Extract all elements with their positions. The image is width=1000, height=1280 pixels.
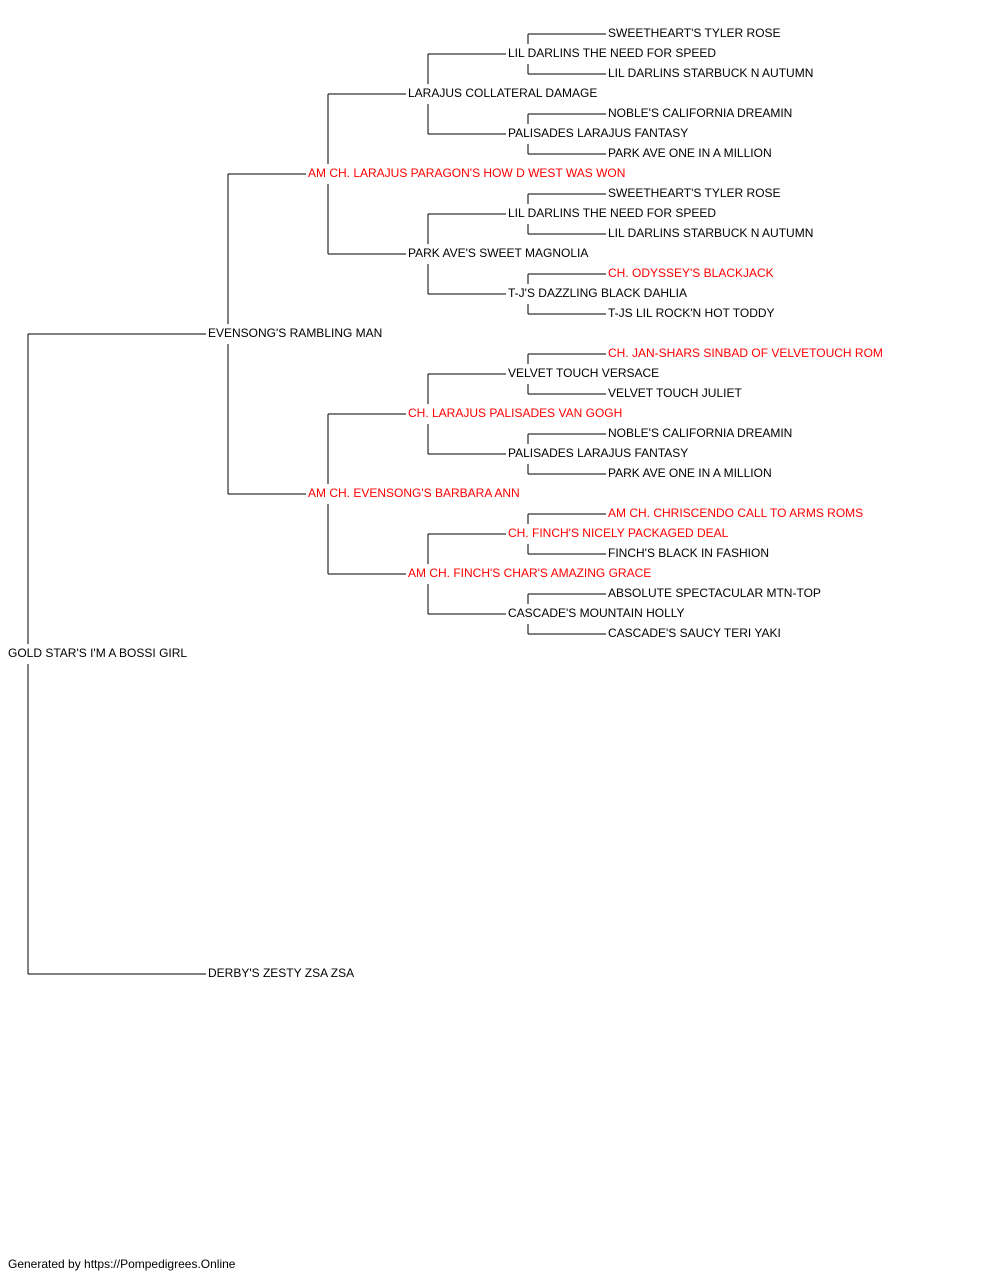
- dog-name-sire-dam-sire-sire[interactable]: VELVET TOUCH VERSACE: [508, 366, 660, 380]
- dog-name-sire-sire-sire-sire-dam[interactable]: LIL DARLINS STARBUCK N AUTUMN: [608, 66, 814, 80]
- dog-name-sire-dam-sire-dam[interactable]: PALISADES LARAJUS FANTASY: [508, 446, 689, 460]
- dog-name-sire-dam-sire-sire-dam[interactable]: VELVET TOUCH JULIET: [608, 386, 742, 400]
- dog-name-sire[interactable]: EVENSONG'S RAMBLING MAN: [208, 326, 383, 340]
- dog-name-sire-sire-sire-sire-sire[interactable]: SWEETHEART'S TYLER ROSE: [608, 26, 781, 40]
- dog-name-sire-dam-dam-dam-dam[interactable]: CASCADE'S SAUCY TERI YAKI: [608, 626, 781, 640]
- dog-name-sire-dam-dam-dam-sire[interactable]: ABSOLUTE SPECTACULAR MTN-TOP: [608, 586, 821, 600]
- dog-name-sire-dam-sire-dam-dam[interactable]: PARK AVE ONE IN A MILLION: [608, 466, 772, 480]
- dog-name-sire-dam-sire-sire-sire[interactable]: CH. JAN-SHARS SINBAD OF VELVETOUCH ROM: [608, 346, 883, 360]
- dog-name-sire-sire-dam-sire-sire[interactable]: SWEETHEART'S TYLER ROSE: [608, 186, 781, 200]
- dog-name-sire-sire-dam[interactable]: PARK AVE'S SWEET MAGNOLIA: [408, 246, 589, 260]
- footer-credit: Generated by https://Pompedigrees.Online: [8, 1257, 236, 1271]
- dog-name-sire-sire[interactable]: AM CH. LARAJUS PARAGON'S HOW D WEST WAS …: [308, 166, 626, 180]
- dog-name-sire-sire-dam-sire[interactable]: LIL DARLINS THE NEED FOR SPEED: [508, 206, 717, 220]
- dog-name-subject[interactable]: GOLD STAR'S I'M A BOSSI GIRL: [8, 646, 188, 660]
- dog-name-sire-sire-dam-sire-dam[interactable]: LIL DARLINS STARBUCK N AUTUMN: [608, 226, 814, 240]
- dog-name-sire-dam-dam-sire-dam[interactable]: FINCH'S BLACK IN FASHION: [608, 546, 769, 560]
- dog-name-sire-dam-sire[interactable]: CH. LARAJUS PALISADES VAN GOGH: [408, 406, 623, 420]
- dog-name-sire-sire-sire-dam[interactable]: PALISADES LARAJUS FANTASY: [508, 126, 689, 140]
- dog-name-sire-sire-sire-dam-sire[interactable]: NOBLE'S CALIFORNIA DREAMIN: [608, 106, 793, 120]
- dog-name-sire-sire-dam-dam[interactable]: T-J'S DAZZLING BLACK DAHLIA: [508, 286, 687, 300]
- dog-name-sire-sire-sire-sire[interactable]: LIL DARLINS THE NEED FOR SPEED: [508, 46, 717, 60]
- dog-name-sire-dam-dam-sire-sire[interactable]: AM CH. CHRISCENDO CALL TO ARMS ROMS: [608, 506, 864, 520]
- dog-name-sire-sire-dam-dam-sire[interactable]: CH. ODYSSEY'S BLACKJACK: [608, 266, 774, 280]
- dog-name-sire-sire-sire-dam-dam[interactable]: PARK AVE ONE IN A MILLION: [608, 146, 772, 160]
- dog-name-sire-sire-sire[interactable]: LARAJUS COLLATERAL DAMAGE: [408, 86, 598, 100]
- dog-name-dam[interactable]: DERBY'S ZESTY ZSA ZSA: [208, 966, 355, 980]
- dog-name-sire-dam-dam-dam[interactable]: CASCADE'S MOUNTAIN HOLLY: [508, 606, 685, 620]
- dog-name-sire-sire-dam-dam-dam[interactable]: T-JS LIL ROCK'N HOT TODDY: [608, 306, 775, 320]
- dog-name-sire-dam-dam-sire[interactable]: CH. FINCH'S NICELY PACKAGED DEAL: [508, 526, 729, 540]
- dog-name-sire-dam-dam[interactable]: AM CH. FINCH'S CHAR'S AMAZING GRACE: [408, 566, 652, 580]
- dog-name-sire-dam-sire-dam-sire[interactable]: NOBLE'S CALIFORNIA DREAMIN: [608, 426, 793, 440]
- dog-name-sire-dam[interactable]: AM CH. EVENSONG'S BARBARA ANN: [308, 486, 520, 500]
